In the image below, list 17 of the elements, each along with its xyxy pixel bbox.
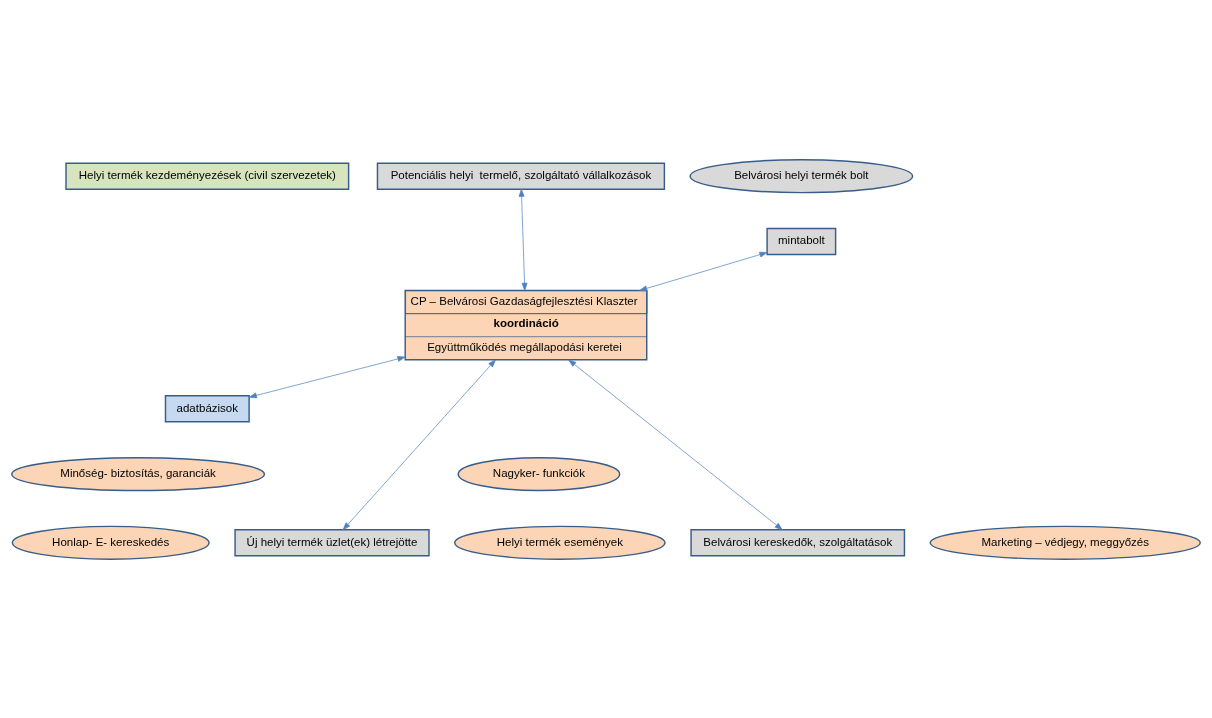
arrow: [248, 355, 406, 398]
node-ellipse: Belvárosi helyi termék bolt: [689, 158, 914, 193]
node-box: Belvárosi kereskedők, szolgáltatások: [690, 528, 906, 556]
node-ellipse: Helyi termék események: [454, 525, 666, 560]
node-ellipse: Nagyker- funkciók: [457, 456, 621, 491]
node-box: Potenciális helyi termelő, szolgáltató vállalkozások: [376, 162, 666, 190]
node-ellipse: Minőség- biztosítás, garanciák: [11, 456, 266, 491]
arrow: [568, 359, 783, 530]
arrow: [342, 359, 496, 530]
node-ellipse: Marketing – védjegy, meggyőzés: [929, 525, 1201, 560]
node-ellipse: Honlap- E- kereskedés: [11, 525, 210, 560]
node-box: Új helyi termék üzlet(ek) létrejötte: [234, 528, 430, 556]
node-box: adatbázisok: [164, 394, 250, 422]
arrow: [518, 188, 528, 291]
arrow: [639, 251, 768, 291]
node-box: Helyi termék kezdeményezések (civil szervezetek): [65, 162, 350, 190]
node-box: mintabolt: [766, 227, 837, 255]
